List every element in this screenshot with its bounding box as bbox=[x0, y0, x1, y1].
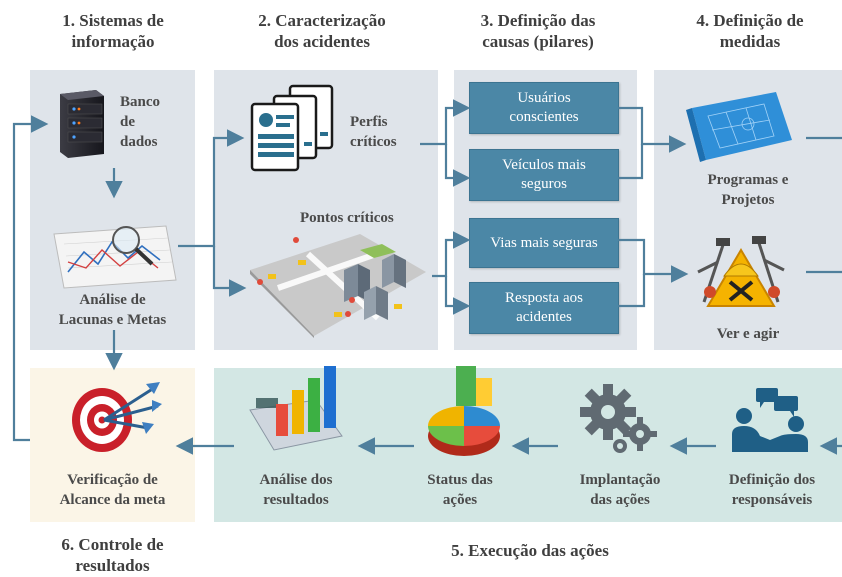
blueprint-icon bbox=[686, 92, 792, 162]
critical-points-label: Pontos críticos bbox=[300, 210, 394, 226]
bar-chart-icon bbox=[249, 366, 343, 451]
execution-responsibles-label: Definição dos responsáveis bbox=[728, 472, 816, 508]
gap-chart-icon bbox=[53, 225, 177, 289]
panel-information-systems bbox=[30, 70, 195, 350]
execution-implementation-label: Implantação das ações bbox=[579, 472, 661, 508]
pillar-safer-vehicles: Veículos mais seguros bbox=[469, 149, 619, 201]
arrow-to-profiles bbox=[178, 129, 245, 248]
pillar-accident-response: Resposta aos acidentes bbox=[469, 282, 619, 334]
title-control: 6. Controle de resultados bbox=[61, 535, 164, 575]
arrow-to-pillar-response bbox=[444, 276, 471, 315]
arrow-feedback-loop bbox=[12, 115, 49, 442]
pie-chart-icon bbox=[428, 366, 500, 456]
verification-label: Verificação de Alcance da meta bbox=[59, 472, 166, 508]
programs-projects-label: Programas e Projetos bbox=[707, 172, 789, 208]
title-characterization: 2. Caracterização dos acidentes bbox=[258, 11, 386, 51]
title-information-systems: 1. Sistemas de informação bbox=[62, 11, 164, 51]
arrow-to-pillar-users bbox=[420, 99, 471, 146]
title-measures: 4. Definição de medidas bbox=[696, 11, 804, 51]
arrow-to-points bbox=[212, 246, 247, 297]
city-map-icon bbox=[250, 234, 426, 338]
profile-cards-icon bbox=[250, 84, 334, 172]
arrow-to-pillar-vehicles bbox=[444, 144, 471, 187]
database-label: Banco de dados bbox=[120, 94, 161, 150]
critical-profiles-label: Perfis críticos bbox=[350, 114, 397, 150]
target-icon bbox=[72, 382, 162, 452]
title-execution: 5. Execução das ações bbox=[451, 541, 609, 560]
arrow-to-programs bbox=[618, 106, 687, 153]
execution-analysis-label: Análise dos resultados bbox=[259, 472, 333, 508]
arrow-to-see-act bbox=[618, 238, 689, 283]
gears-icon bbox=[580, 384, 657, 453]
arrow-to-pillar-roads bbox=[432, 231, 471, 278]
meeting-icon bbox=[732, 388, 808, 452]
see-and-act-label: Ver e agir bbox=[716, 326, 780, 342]
title-causes: 3. Definição das causas (pilares) bbox=[480, 11, 596, 51]
gap-analysis-label: Análise de Lacunas e Metas bbox=[58, 292, 167, 328]
server-icon bbox=[60, 90, 104, 158]
tools-icon bbox=[697, 236, 785, 307]
execution-status-label: Status das ações bbox=[427, 472, 493, 508]
